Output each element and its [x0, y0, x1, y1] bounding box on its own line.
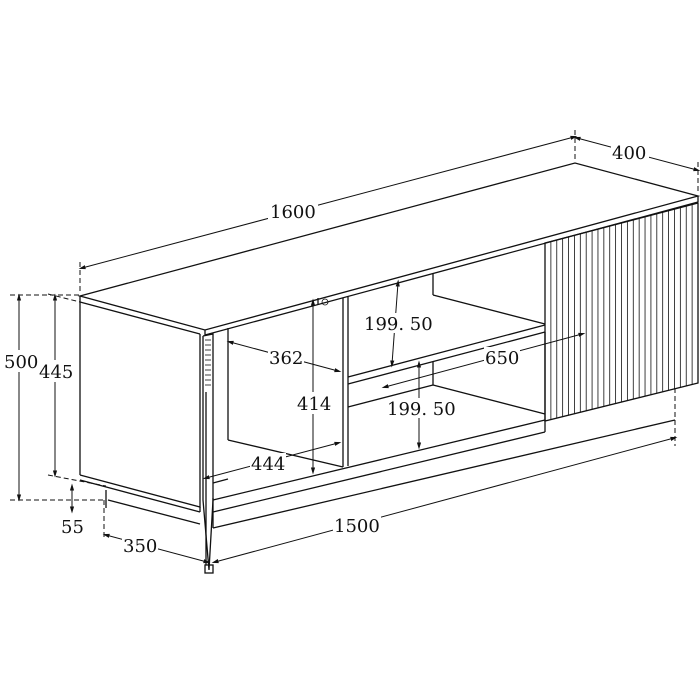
dim-362: 362 — [269, 348, 303, 369]
left-door — [202, 333, 214, 574]
dim-414: 414 — [297, 394, 331, 415]
dim-350: 350 — [123, 536, 157, 557]
dim-445: 445 — [39, 362, 73, 383]
dim-650: 650 — [485, 348, 519, 369]
cabinet-top — [77, 162, 700, 336]
dim-1600: 1600 — [270, 202, 316, 223]
dim-55: 55 — [61, 517, 84, 538]
dim-444: 444 — [251, 454, 285, 475]
left-side-panel — [79, 301, 201, 525]
dim-1500: 1500 — [334, 516, 380, 537]
flutes — [550, 204, 693, 420]
dim-500: 500 — [4, 352, 38, 373]
dimension-lines — [10, 130, 700, 564]
dim-199-50-lower: 199. 50 — [387, 399, 456, 420]
dim-400: 400 — [612, 143, 646, 164]
dimension-labels: 1600 400 500 445 55 350 1500 362 414 444… — [3, 142, 649, 557]
dim-199-50-upper: 199. 50 — [364, 314, 433, 335]
